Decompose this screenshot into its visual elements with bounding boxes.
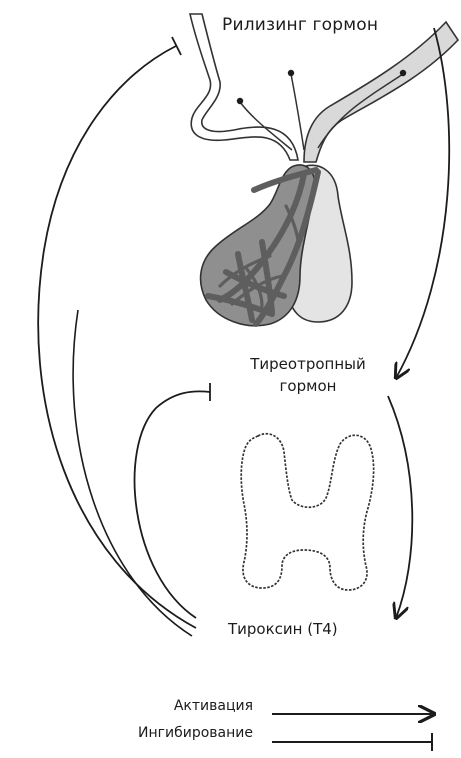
tsh-label: Тиреотропный гормон <box>243 353 373 397</box>
t4-inhibits-releasing-hormone <box>38 37 196 628</box>
tsh-label-line1: Тиреотропный <box>243 353 373 375</box>
legend-activation-label: Активация <box>174 698 253 714</box>
releasing-hormone-label: Рилизинг гормон <box>222 16 378 36</box>
tsh-activates-t4 <box>388 396 412 618</box>
legend-inhibition-label: Ингибирование <box>138 725 253 741</box>
t4-inhibits-releasing-hormone-inner <box>73 310 192 636</box>
tsh-label-line2: гормон <box>243 375 373 397</box>
thyroxine-label: Тироксин (Т4) <box>228 621 338 638</box>
thyroid-gland <box>241 434 373 590</box>
legend-inhibition-bar <box>272 733 432 751</box>
legend <box>272 714 434 751</box>
t4-inhibits-tsh <box>135 383 210 618</box>
